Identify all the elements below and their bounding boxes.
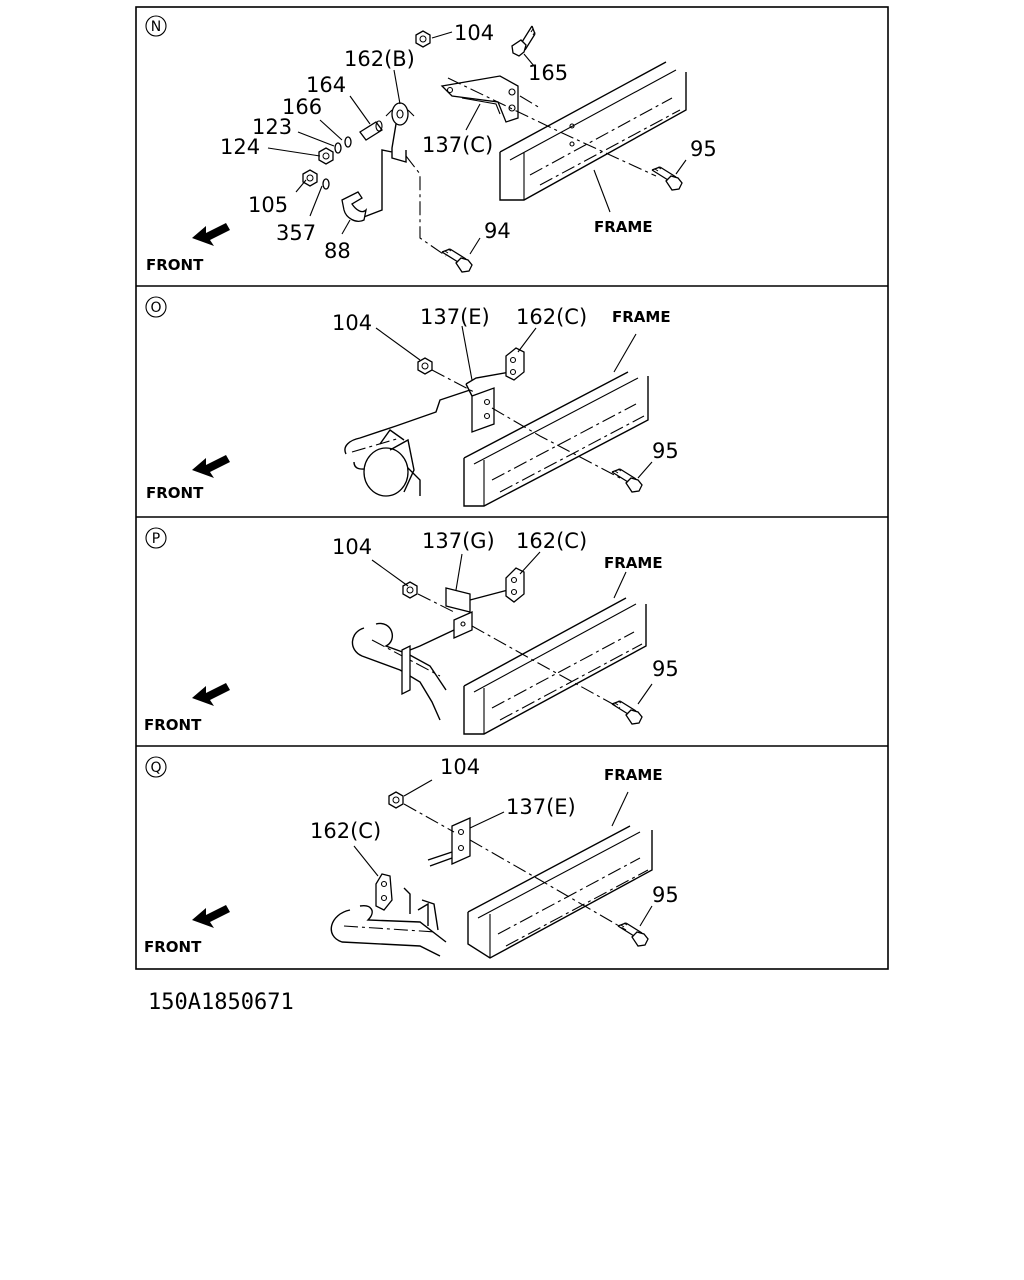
drawing-code: 150A1850671 [148, 990, 294, 1015]
callout-123: 123 [252, 115, 292, 139]
washer-357 [322, 178, 330, 190]
pipe-clamp [401, 644, 411, 696]
panel-n: N [145, 15, 717, 274]
bolt-95 [651, 166, 683, 191]
callout-164: 164 [306, 73, 346, 97]
clamp-88 [341, 191, 368, 222]
nut-105 [302, 169, 318, 187]
front-arrow-icon [192, 683, 230, 706]
bolt-95 [611, 700, 643, 725]
frame-rail [509, 69, 677, 200]
bolt-95 [617, 922, 649, 947]
callout-94: 94 [484, 219, 511, 243]
callout-162c: 162(C) [310, 819, 381, 843]
callout-162c: 162(C) [516, 305, 587, 329]
panel-o: O FRONT FRAME 104 137(E) 162(C) 95 [145, 296, 679, 507]
callout-137c: 137(C) [422, 133, 493, 157]
exhaust-pipe [351, 627, 441, 721]
callout-95: 95 [652, 439, 679, 463]
callout-162c: 162(C) [516, 529, 587, 553]
nut-124 [318, 147, 334, 165]
bracket-137g [445, 587, 471, 613]
frame-label: FRAME [604, 766, 663, 784]
callout-88: 88 [324, 239, 351, 263]
frame-rail [463, 597, 647, 735]
exhaust-pipe [344, 389, 471, 455]
callout-104: 104 [332, 535, 372, 559]
callout-165: 165 [528, 61, 568, 85]
mount-162c [505, 567, 525, 603]
panel-marker-label: N [151, 19, 161, 35]
frame-centerline [529, 97, 681, 186]
mount-162b [391, 102, 409, 126]
nut-104 [388, 791, 404, 809]
callout-357: 357 [276, 221, 316, 245]
panel-marker-label: Q [150, 760, 161, 776]
hanger-rod [355, 123, 407, 221]
front-arrow-icon [192, 455, 230, 478]
muffler [363, 447, 409, 497]
bolt-94 [441, 248, 473, 273]
callout-162b: 162(B) [344, 47, 415, 71]
callout-95: 95 [652, 657, 679, 681]
callout-137g: 137(G) [422, 529, 495, 553]
front-arrow-icon [192, 223, 230, 246]
front-label: FRONT [146, 256, 204, 274]
nut-104 [417, 357, 433, 375]
front-label: FRONT [146, 484, 204, 502]
panel-marker-circle [145, 756, 167, 778]
frame-label: FRAME [612, 308, 671, 326]
mount-162c [505, 347, 525, 381]
panel-marker-circle [145, 527, 167, 549]
panel-marker-circle [145, 15, 167, 37]
diagram-border [135, 6, 889, 970]
panel-marker-label: O [150, 300, 161, 316]
bolt-95 [611, 468, 643, 493]
callout-104: 104 [454, 21, 494, 45]
front-arrow-icon [192, 905, 230, 928]
callout-104: 104 [332, 311, 372, 335]
callout-95: 95 [690, 137, 717, 161]
callout-124: 124 [220, 135, 260, 159]
front-label: FRONT [144, 716, 202, 734]
mount-162c [375, 873, 393, 911]
frame-label: FRAME [604, 554, 663, 572]
panel-marker-circle [145, 296, 167, 318]
bracket-137c [440, 75, 519, 123]
exhaust-pipe [330, 909, 441, 957]
callout-137e: 137(E) [420, 305, 490, 329]
callout-137e: 137(E) [506, 795, 576, 819]
callout-95: 95 [652, 883, 679, 907]
washer-123 [334, 142, 342, 154]
nut-104 [415, 30, 431, 48]
callout-104: 104 [440, 755, 480, 779]
frame-label: FRAME [594, 218, 653, 236]
callout-166: 166 [282, 95, 322, 119]
bolt-165 [511, 25, 536, 57]
callout-105: 105 [248, 193, 288, 217]
panel-q: Q FRONT FRAME 104 137(E) 162(C) 95 [144, 755, 679, 959]
bracket-137e [451, 816, 471, 866]
panel-p: P FRONT FRAME 104 137(G) 162(C) 95 [144, 527, 679, 735]
panel-marker-label: P [152, 531, 160, 547]
front-label: FRONT [144, 938, 202, 956]
bracket-137e [471, 387, 495, 433]
washer-166 [344, 136, 352, 148]
